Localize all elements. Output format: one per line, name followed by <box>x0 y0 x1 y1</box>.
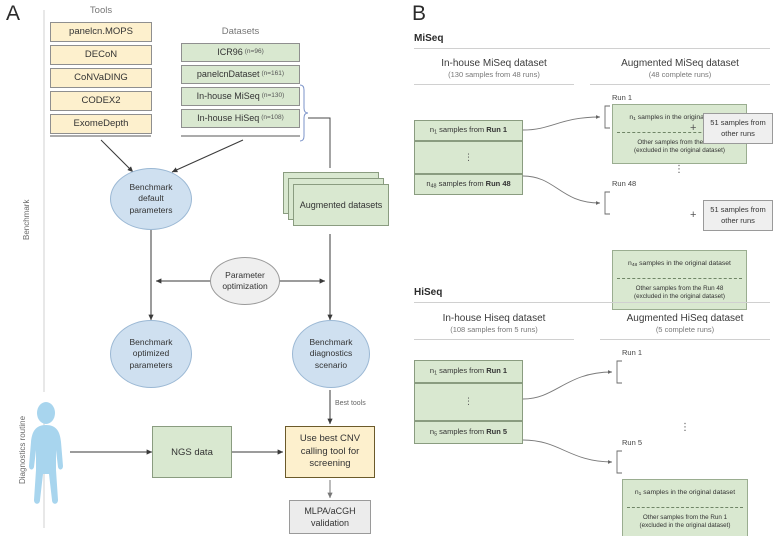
hiseq-left-row-5[interactable]: n5 samples from Run 5 <box>414 421 523 444</box>
hiseq-right-note: (5 complete runs) <box>655 325 715 334</box>
dataset-count: (n=96) <box>244 48 264 56</box>
miseq-other-runs-box-1[interactable]: 51 samples from other runs <box>703 113 773 144</box>
panel-b-letter: B <box>412 2 427 25</box>
node-benchmark-diagnostics-scenario[interactable]: Benchmark diagnostics scenario <box>292 320 370 388</box>
node-label: Benchmark diagnostics scenario <box>309 336 353 370</box>
tool-label: panelcn.MOPS <box>69 26 133 38</box>
node-label: Parameter optimization <box>222 269 268 291</box>
other-runs-label: 51 samples from other runs <box>710 118 766 138</box>
hiseq-left-row-1[interactable]: n1 samples from Run 1 <box>414 360 523 383</box>
hiseq-left-row-ellipsis: ⋮ <box>414 383 523 421</box>
other-runs-label: 51 samples from other runs <box>710 205 766 225</box>
row-label: n1 samples from Run 1 <box>429 366 508 377</box>
dataset-label: ICR96 <box>217 46 243 57</box>
node-parameter-optimization[interactable]: Parameter optimization <box>210 257 280 305</box>
ellipsis-label: ⋮ <box>464 151 473 162</box>
tool-label: CoNVaDING <box>74 72 128 84</box>
miseq-run-48-box[interactable]: n48 samples in the original dataset Othe… <box>612 250 747 310</box>
hiseq-run-1-label: Run 1 <box>622 348 643 357</box>
node-mlpa-acgh-validation[interactable]: MLPA/aCGH validation <box>289 500 371 534</box>
dataset-count: (n=161) <box>261 70 285 78</box>
miseq-left-title: In-house MiSeq dataset <box>441 58 547 69</box>
miseq-left-note: (130 samples from 48 runs) <box>448 70 540 79</box>
hiseq-left-note: (108 samples from 5 runs) <box>450 325 538 334</box>
miseq-right-rule <box>590 84 770 85</box>
datasets-group-title: Datasets <box>221 26 260 37</box>
tool-box-convading[interactable]: CoNVaDING <box>50 68 152 88</box>
row-label: n5 samples from Run 5 <box>429 427 508 438</box>
miseq-other-runs-box-48[interactable]: 51 samples from other runs <box>703 200 773 231</box>
miseq-run-48-bottom-text: Other samples from the Run 48 (excluded … <box>633 285 725 301</box>
side-label-benchmark: Benchmark <box>22 199 31 241</box>
miseq-left-row-1[interactable]: n1 samples from Run 1 <box>414 120 523 141</box>
row-label: n48 samples from Run 48 <box>426 179 511 190</box>
dataset-label: In-house HiSeq <box>197 112 260 123</box>
hiseq-right-title: Augmented HiSeq dataset <box>626 313 744 324</box>
miseq-run-1-bottom-text: Other samples from the Run 1 (excluded i… <box>633 139 725 155</box>
miseq-runs-ellipsis: ⋮ <box>674 164 684 175</box>
hiseq-run-1-box[interactable]: n1 samples in the original dataset Other… <box>622 479 748 536</box>
miseq-heading: MiSeq <box>414 33 444 44</box>
dataset-box-in-house-hiseq[interactable]: In-house HiSeq (n=108) <box>181 109 300 128</box>
miseq-plus-48: + <box>690 209 697 221</box>
hiseq-run-1-divider <box>627 507 743 508</box>
miseq-run-48-label: Run 48 <box>612 179 637 188</box>
node-benchmark-optimized-parameters[interactable]: Benchmark optimized parameters <box>110 320 192 388</box>
node-ngs-data[interactable]: NGS data <box>152 426 232 478</box>
tool-box-decon[interactable]: DECoN <box>50 45 152 65</box>
miseq-plus-1: + <box>690 122 697 134</box>
hiseq-run-5-label: Run 5 <box>622 438 643 447</box>
edge-label-best-tools: Best tools <box>335 400 366 407</box>
miseq-run-1-top-text: n1 samples in the original dataset <box>629 114 730 123</box>
tool-label: ExomeDepth <box>73 118 129 130</box>
miseq-run-48-top-text: n48 samples in the original dataset <box>628 260 731 269</box>
dataset-box-icr96[interactable]: ICR96 (n=96) <box>181 43 300 62</box>
hiseq-heading: HiSeq <box>414 287 443 298</box>
panel-a-letter: A <box>6 2 21 25</box>
miseq-left-rule <box>414 84 574 85</box>
node-label: NGS data <box>171 446 213 458</box>
patient-silhouette-icon <box>29 402 63 504</box>
tool-box-panelcn-mops[interactable]: panelcn.MOPS <box>50 22 152 42</box>
node-label: Benchmark default parameters <box>129 181 173 215</box>
hiseq-heading-rule <box>414 302 770 303</box>
miseq-right-note: (48 complete runs) <box>648 70 712 79</box>
hiseq-right-rule <box>600 339 770 340</box>
hiseq-left-title: In-house Hiseq dataset <box>442 313 546 324</box>
miseq-run-1-label: Run 1 <box>612 93 633 102</box>
miseq-left-row-48[interactable]: n48 samples from Run 48 <box>414 174 523 195</box>
ellipsis-label: ⋮ <box>464 396 473 407</box>
tool-box-codex2[interactable]: CODEX2 <box>50 91 152 111</box>
miseq-right-title: Augmented MiSeq dataset <box>621 58 739 69</box>
row-label: n1 samples from Run 1 <box>429 125 508 136</box>
tool-label: DECoN <box>84 49 118 61</box>
node-label: Augmented datasets <box>299 200 383 210</box>
miseq-left-row-ellipsis: ⋮ <box>414 141 523 174</box>
miseq-run-1-divider <box>617 132 742 133</box>
dataset-count: (n=130) <box>261 92 285 100</box>
node-benchmark-default-parameters[interactable]: Benchmark default parameters <box>110 168 192 230</box>
miseq-run-48-divider <box>617 278 742 279</box>
tool-label: CODEX2 <box>81 95 121 107</box>
hiseq-runs-ellipsis: ⋮ <box>680 422 690 433</box>
tools-group-title: Tools <box>89 5 113 16</box>
dataset-label: In-house MiSeq <box>196 90 260 101</box>
hiseq-run-1-bottom-text: Other samples from the Run 1 (excluded i… <box>639 514 731 530</box>
hiseq-run-1-top-text: n1 samples in the original dataset <box>634 489 736 498</box>
dataset-box-in-house-miseq[interactable]: In-house MiSeq (n=130) <box>181 87 300 106</box>
node-label: Benchmark optimized parameters <box>129 336 173 370</box>
dataset-count: (n=108) <box>261 114 284 122</box>
dataset-label: panelcnDataset <box>196 68 260 79</box>
dataset-box-panelcndataset[interactable]: panelcnDataset (n=161) <box>181 65 300 84</box>
miseq-heading-rule <box>414 48 770 49</box>
augmented-datasets-box[interactable]: Augmented datasets <box>293 184 389 226</box>
node-use-best-cnv-tool[interactable]: Use best CNV calling tool for screening <box>285 426 375 478</box>
hiseq-left-rule <box>414 339 574 340</box>
tool-box-exomedepth[interactable]: ExomeDepth <box>50 114 152 134</box>
node-label: Use best CNV calling tool for screening <box>299 432 361 470</box>
node-label: MLPA/aCGH validation <box>304 505 356 528</box>
